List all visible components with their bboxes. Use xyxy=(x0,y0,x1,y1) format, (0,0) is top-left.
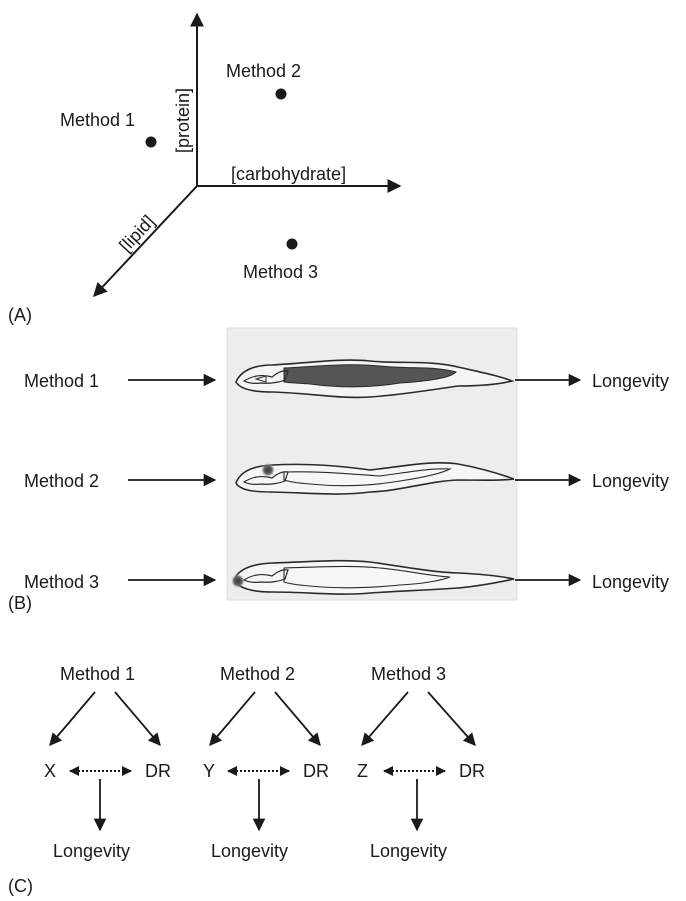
row-2-longevity-label: Longevity xyxy=(592,471,669,491)
group-1-longevity-label: Longevity xyxy=(53,841,130,861)
panel-b: Method 1 Longevity Method 2 Lon xyxy=(8,328,669,613)
worm-row-2: Method 2 Longevity xyxy=(24,463,669,494)
method-1-point-label: Method 1 xyxy=(60,110,135,130)
worm-row-1: Method 1 Longevity xyxy=(24,360,669,397)
method-3-point xyxy=(287,239,298,250)
pathway-group-2: Method 2 Y DR Longevity xyxy=(203,664,329,861)
group-2-y-label: Y xyxy=(203,761,215,781)
group-3-method-label: Method 3 xyxy=(371,664,446,684)
group-1-method-label: Method 1 xyxy=(60,664,135,684)
method-2-point-label: Method 2 xyxy=(226,61,301,81)
worm-row-3: Method 3 Longevity xyxy=(24,561,669,594)
group-3-longevity-label: Longevity xyxy=(370,841,447,861)
panel-a-label: (A) xyxy=(8,305,32,325)
row-1-method-label: Method 1 xyxy=(24,371,99,391)
row-3-longevity-label: Longevity xyxy=(592,572,669,592)
panel-b-label: (B) xyxy=(8,593,32,613)
group-3-dr-label: DR xyxy=(459,761,485,781)
pathway-group-1: Method 1 X DR Longevity xyxy=(44,664,171,861)
panel-c-label: (C) xyxy=(8,876,33,896)
worm-3-head-spot xyxy=(231,574,245,588)
lipid-axis xyxy=(94,186,197,296)
pathway-group-3: Method 3 Z DR Longevity xyxy=(357,664,485,861)
worm-2-pharynx-spot xyxy=(261,463,275,477)
panel-c: Method 1 X DR Longevity Method 2 Y DR Lo… xyxy=(8,664,485,896)
row-2-method-label: Method 2 xyxy=(24,471,99,491)
group-2-method-label: Method 2 xyxy=(220,664,295,684)
row-1-longevity-label: Longevity xyxy=(592,371,669,391)
group-1-dr-label: DR xyxy=(145,761,171,781)
method-1-point xyxy=(146,137,157,148)
group-3-z-label: Z xyxy=(357,761,368,781)
protein-axis-label: [protein] xyxy=(173,88,193,153)
method-2-point xyxy=(276,89,287,100)
carbohydrate-axis-label: [carbohydrate] xyxy=(231,164,346,184)
method-3-point-label: Method 3 xyxy=(243,262,318,282)
group-1-x-label: X xyxy=(44,761,56,781)
group-2-longevity-label: Longevity xyxy=(211,841,288,861)
panel-a: [protein] [carbohydrate] [lipid] Method … xyxy=(8,14,400,325)
row-3-method-label: Method 3 xyxy=(24,572,99,592)
group-2-dr-label: DR xyxy=(303,761,329,781)
